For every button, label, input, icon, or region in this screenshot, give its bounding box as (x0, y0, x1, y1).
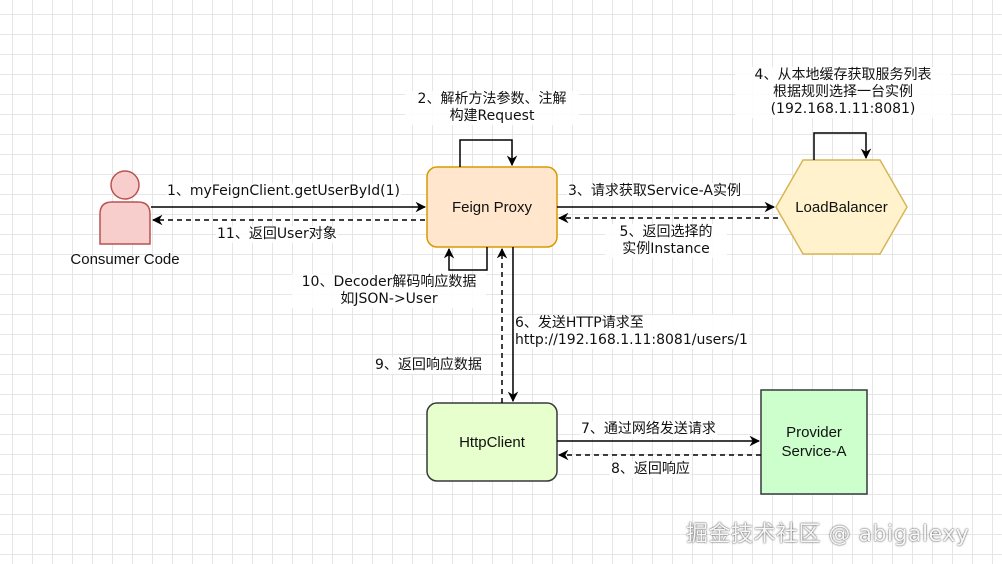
edge-5-label: 5、返回选择的 实例Instance (605, 224, 727, 258)
edge-6-label-line1: 6、发送HTTP请求至 (515, 315, 644, 331)
httpclient-box[interactable] (426, 402, 558, 482)
loadbalancer-hexagon[interactable] (775, 159, 908, 255)
provider-label: Provider Service-A (761, 390, 867, 494)
httpclient-label: HttpClient (459, 433, 525, 451)
edge-10-label-line2: 如JSON->User (340, 291, 438, 307)
edge-10-self-loop (443, 247, 488, 271)
provider-label-line2: Service-A (781, 443, 847, 460)
consumer-label: Consumer Code (70, 250, 180, 268)
loadbalancer-label: LoadBalancer (795, 198, 888, 216)
watermark-text: 掘金技术社区 @ abigalexy (686, 522, 970, 547)
edge-2-label: 2、解析方法参数、注解 构建Request (405, 91, 579, 125)
edge-4-label: 4、从本地缓存获取服务列表 根据规则选择一台实例 (192.168.1.11:8… (735, 67, 951, 118)
provider-label-line1: Provider (786, 424, 842, 441)
feign-proxy-label: Feign Proxy (451, 198, 533, 216)
edge-2-label-line1: 2、解析方法参数、注解 (417, 91, 567, 107)
edge-4-self-loop (813, 132, 872, 160)
edge-8-label: 8、返回响应 (610, 461, 691, 478)
edge-4-label-line2: 根据规则选择一台实例 (773, 84, 913, 100)
edge-2-label-line2: 构建Request (449, 108, 535, 124)
edge-10-label-line1: 10、Decoder解码响应数据 (301, 274, 477, 290)
edge-7-label: 7、通过网络发送请求 (580, 421, 717, 438)
edge-11-label: 11、返回User对象 (216, 226, 338, 243)
edge-4-label-line3: (192.168.1.11:8081) (770, 101, 916, 117)
consumer-actor-icon[interactable] (99, 170, 151, 245)
edge-10-label: 10、Decoder解码响应数据 如JSON->User (292, 274, 486, 308)
edge-6-label: 6、发送HTTP请求至 http://192.168.1.11:8081/use… (514, 315, 749, 349)
edge-1-label: 1、myFeignClient.getUserById(1) (166, 183, 401, 200)
edge-6-label-line2: http://192.168.1.11:8081/users/1 (515, 332, 748, 348)
edge-3-label: 3、请求获取Service-A实例 (567, 183, 742, 200)
edge-5-label-line1: 5、返回选择的 (619, 224, 713, 240)
edge-5-label-line2: 实例Instance (622, 241, 710, 257)
edge-9-label: 9、返回响应数据 (374, 357, 483, 374)
provider-box[interactable] (760, 389, 868, 495)
edge-4-label-line1: 4、从本地缓存获取服务列表 (754, 67, 932, 83)
edge-2-self-loop (459, 139, 518, 167)
